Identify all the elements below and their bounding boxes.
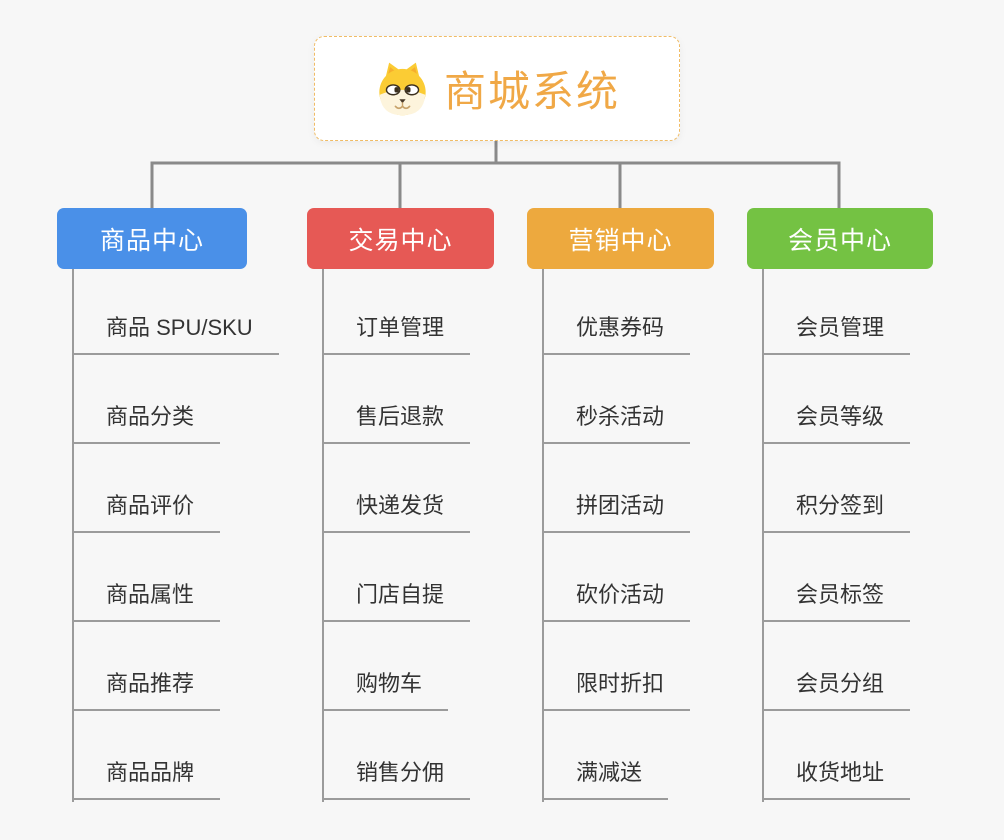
branch-topic-label: 商品中心 <box>99 226 204 255</box>
subtopic-item[interactable]: 会员分组 <box>762 667 911 711</box>
branch-topic-label: 交易中心 <box>348 226 453 255</box>
branch-topic-label: 营销中心 <box>568 226 673 255</box>
subtopic-item[interactable]: 限时折扣 <box>542 667 691 711</box>
root-topic-title: 商城系统 <box>443 68 620 115</box>
subtopic-item[interactable]: 商品属性 <box>72 578 221 622</box>
subtopic-item[interactable]: 会员标签 <box>762 578 911 622</box>
subtopic-item[interactable]: 优惠券码 <box>542 311 691 355</box>
subtopic-item[interactable]: 收货地址 <box>762 756 911 800</box>
dog-logo-icon <box>379 62 426 116</box>
subtopic-item[interactable]: 售后退款 <box>322 400 471 444</box>
subtopic-item[interactable]: 砍价活动 <box>542 578 691 622</box>
subtopic-item[interactable]: 秒杀活动 <box>542 400 691 444</box>
subtopic-item[interactable]: 商品 SPU/SKU <box>72 311 279 355</box>
subtopic-item[interactable]: 拼团活动 <box>542 489 691 533</box>
branch-topic-trade-center[interactable]: 交易中心 <box>307 208 494 269</box>
branch-topic-product-center[interactable]: 商品中心 <box>57 208 247 269</box>
branch-topic-marketing-center[interactable]: 营销中心 <box>527 208 714 269</box>
subtopic-item[interactable]: 购物车 <box>322 667 449 711</box>
subtopic-item[interactable]: 商品推荐 <box>72 667 221 711</box>
subtopic-item[interactable]: 会员等级 <box>762 400 911 444</box>
subtopic-item[interactable]: 商品分类 <box>72 400 221 444</box>
branch-topic-member-center[interactable]: 会员中心 <box>747 208 933 269</box>
subtopic-item[interactable]: 积分签到 <box>762 489 911 533</box>
branch-topic-label: 会员中心 <box>787 226 892 255</box>
subtopic-item[interactable]: 会员管理 <box>762 311 911 355</box>
subtopic-item[interactable]: 满减送 <box>542 756 669 800</box>
subtopic-item[interactable]: 门店自提 <box>322 578 471 622</box>
subtopic-item[interactable]: 销售分佣 <box>322 756 471 800</box>
subtopic-item[interactable]: 商品品牌 <box>72 756 221 800</box>
subtopic-item[interactable]: 快递发货 <box>322 489 471 533</box>
root-topic[interactable]: 商城系统 <box>314 36 680 141</box>
subtopic-item[interactable]: 商品评价 <box>72 489 221 533</box>
subtopic-item[interactable]: 订单管理 <box>322 311 471 355</box>
